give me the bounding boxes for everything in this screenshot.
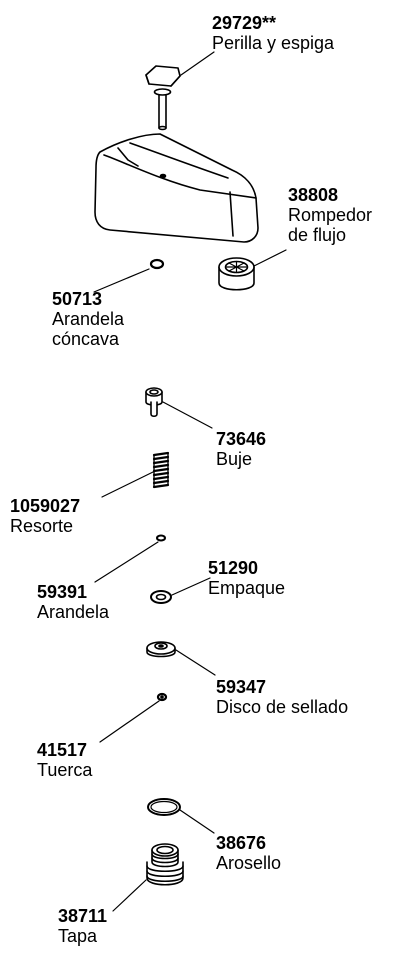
part-number: 51290 bbox=[208, 558, 259, 578]
part-label-bushing: 73646 Buje bbox=[216, 430, 266, 468]
part-label-seal-disc: 59347 Disco de sellado bbox=[216, 678, 348, 716]
leader-seal-disc bbox=[175, 649, 216, 676]
bushing-illustration bbox=[145, 387, 163, 418]
spring-illustration bbox=[152, 451, 170, 489]
part-number: 38808 bbox=[288, 185, 339, 205]
knob-and-stem-illustration bbox=[145, 65, 181, 131]
leader-cupped-washer bbox=[93, 268, 150, 293]
o-ring-illustration bbox=[147, 798, 181, 816]
part-name: Arandela bbox=[37, 602, 110, 622]
leader-o-ring bbox=[179, 809, 215, 834]
cupped-washer-illustration bbox=[149, 258, 165, 270]
part-number: 73646 bbox=[216, 429, 267, 449]
spout-body-illustration bbox=[94, 133, 259, 243]
part-name: Perilla y espiga bbox=[212, 33, 335, 53]
part-number: 38676 bbox=[216, 833, 267, 853]
part-number: 1059027 bbox=[10, 496, 81, 516]
aerator-illustration bbox=[218, 257, 255, 291]
part-label-aerator: 38808 Rompedor de flujo bbox=[288, 186, 372, 244]
leader-knob bbox=[180, 51, 215, 76]
part-label-nut: 41517 Tuerca bbox=[37, 741, 92, 779]
cap-illustration bbox=[146, 843, 184, 886]
part-label-knob: 29729** Perilla y espiga bbox=[212, 14, 334, 52]
small-washer-illustration bbox=[156, 534, 166, 542]
part-name: Arandela bbox=[52, 309, 125, 329]
part-name: Tapa bbox=[58, 926, 98, 946]
leader-gasket bbox=[171, 577, 211, 596]
leader-spring bbox=[101, 471, 154, 498]
seal-disc-illustration bbox=[146, 641, 176, 658]
part-label-gasket: 51290 Empaque bbox=[208, 559, 285, 597]
part-label-spring: 1059027 Resorte bbox=[10, 497, 80, 535]
part-name-line2: cóncava bbox=[52, 329, 120, 349]
leader-nut bbox=[99, 700, 160, 743]
part-number: 59347 bbox=[216, 677, 267, 697]
part-name: Tuerca bbox=[37, 760, 93, 780]
part-number: 29729** bbox=[212, 13, 277, 33]
part-name: Buje bbox=[216, 449, 253, 469]
part-label-washer: 59391 Arandela bbox=[37, 583, 109, 621]
part-name: Resorte bbox=[10, 516, 74, 536]
gasket-illustration bbox=[150, 590, 172, 604]
part-name-line2: de flujo bbox=[288, 225, 347, 245]
part-name: Arosello bbox=[216, 853, 282, 873]
leader-washer bbox=[94, 541, 159, 583]
part-name: Empaque bbox=[208, 578, 286, 598]
part-number: 38711 bbox=[58, 906, 108, 926]
part-name: Rompedor bbox=[288, 205, 373, 225]
part-label-cap: 38711 Tapa bbox=[58, 907, 107, 945]
part-number: 50713 bbox=[52, 289, 103, 309]
leader-bushing bbox=[162, 401, 213, 429]
part-number: 59391 bbox=[37, 582, 88, 602]
part-name: Disco de sellado bbox=[216, 697, 349, 717]
leader-aerator bbox=[253, 249, 287, 267]
leader-cap bbox=[112, 879, 147, 912]
part-label-cupped-washer: 50713 Arandela cóncava bbox=[52, 290, 124, 348]
nut-illustration bbox=[156, 692, 168, 702]
part-number: 41517 bbox=[37, 740, 88, 760]
leader-lines bbox=[93, 51, 287, 912]
part-label-o-ring: 38676 Arosello bbox=[216, 834, 281, 872]
